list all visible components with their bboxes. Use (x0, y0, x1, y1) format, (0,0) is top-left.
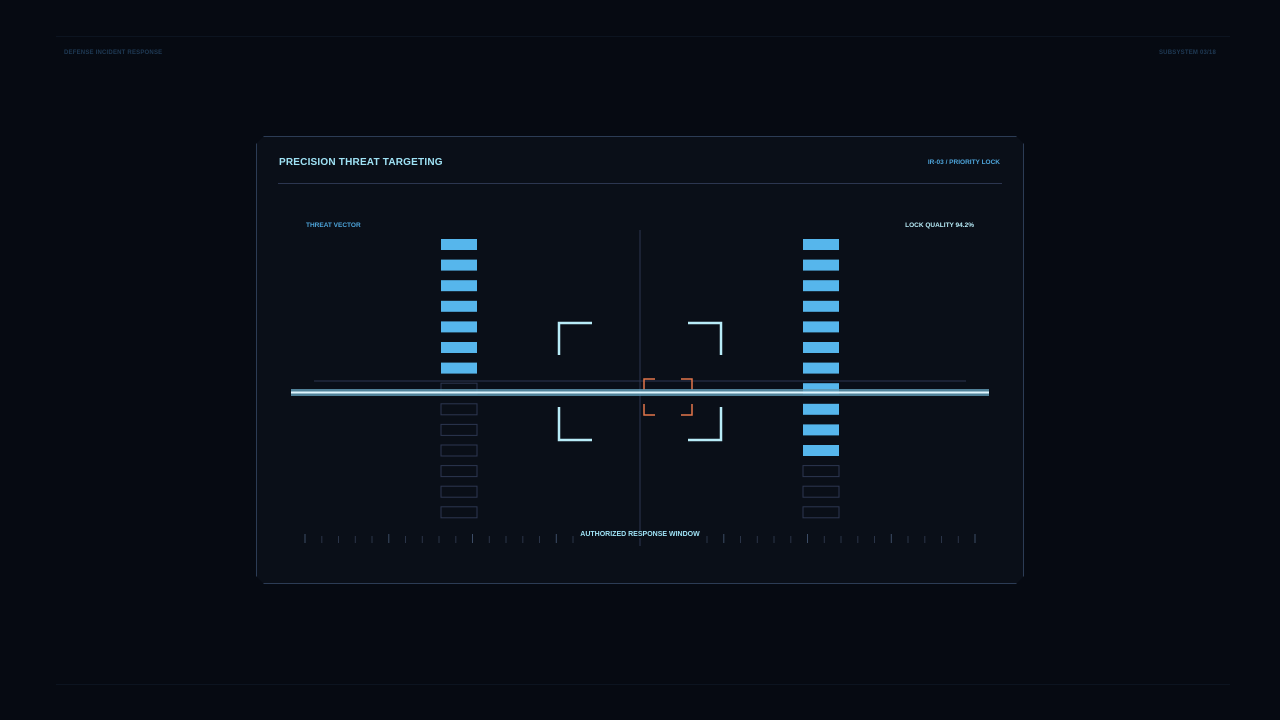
left-meter-segment (441, 321, 477, 333)
right-meter-segment (803, 321, 839, 333)
top-divider (56, 36, 1230, 37)
lock-quality-readout: LOCK QUALITY 94.2% (905, 222, 974, 229)
right-meter-segment (803, 362, 839, 374)
left-meter-segment (441, 239, 477, 250)
right-meter-segment (803, 239, 839, 250)
right-meter-segment (802, 485, 840, 498)
left-meter-segment (441, 280, 477, 292)
right-meter-segment (803, 424, 839, 436)
left-meter-segment (440, 465, 478, 478)
right-meter-segment (803, 445, 839, 456)
reticle-corner-bottom-left (557, 407, 592, 442)
priority-lock-badge: IR-03 / PRIORITY LOCK (927, 159, 1000, 166)
reticle (557, 321, 723, 442)
right-signal-meter (802, 239, 840, 519)
panel-header-divider (278, 183, 1002, 184)
right-meter-segment (803, 280, 839, 292)
threat-vector-label: THREAT VECTOR (306, 222, 361, 229)
left-meter-segment (440, 485, 478, 498)
left-meter-segment (440, 444, 478, 457)
reticle-corner-top-right (688, 321, 723, 355)
right-meter-segment (802, 506, 840, 519)
bottom-divider (56, 684, 1230, 685)
subsystem-counter: SUBSYSTEM 03/18 (1158, 50, 1216, 56)
right-meter-segment (803, 342, 839, 353)
left-signal-meter (440, 239, 478, 519)
left-meter-segment (440, 506, 478, 519)
left-meter-segment (441, 342, 477, 353)
panel-title: PRECISION THREAT TARGETING (279, 157, 443, 168)
right-meter-segment (803, 383, 839, 395)
right-meter-segment (803, 403, 839, 415)
scan-beam (291, 389, 989, 396)
right-meter-segment (803, 259, 839, 271)
system-label: DEFENSE INCIDENT RESPONSE (64, 50, 163, 56)
right-meter-segment (802, 465, 840, 478)
response-window-label: AUTHORIZED RESPONSE WINDOW (0, 531, 1280, 538)
right-meter-segment (803, 300, 839, 312)
left-meter-segment (441, 300, 477, 312)
reticle-corner-bottom-right (688, 407, 723, 442)
left-meter-segment (440, 423, 478, 436)
left-meter-segment (441, 259, 477, 271)
time-ruler (304, 534, 976, 543)
reticle-corner-top-left (557, 321, 592, 355)
left-meter-segment (440, 403, 478, 416)
left-meter-segment (441, 362, 477, 374)
target-lock-icon (643, 378, 693, 416)
